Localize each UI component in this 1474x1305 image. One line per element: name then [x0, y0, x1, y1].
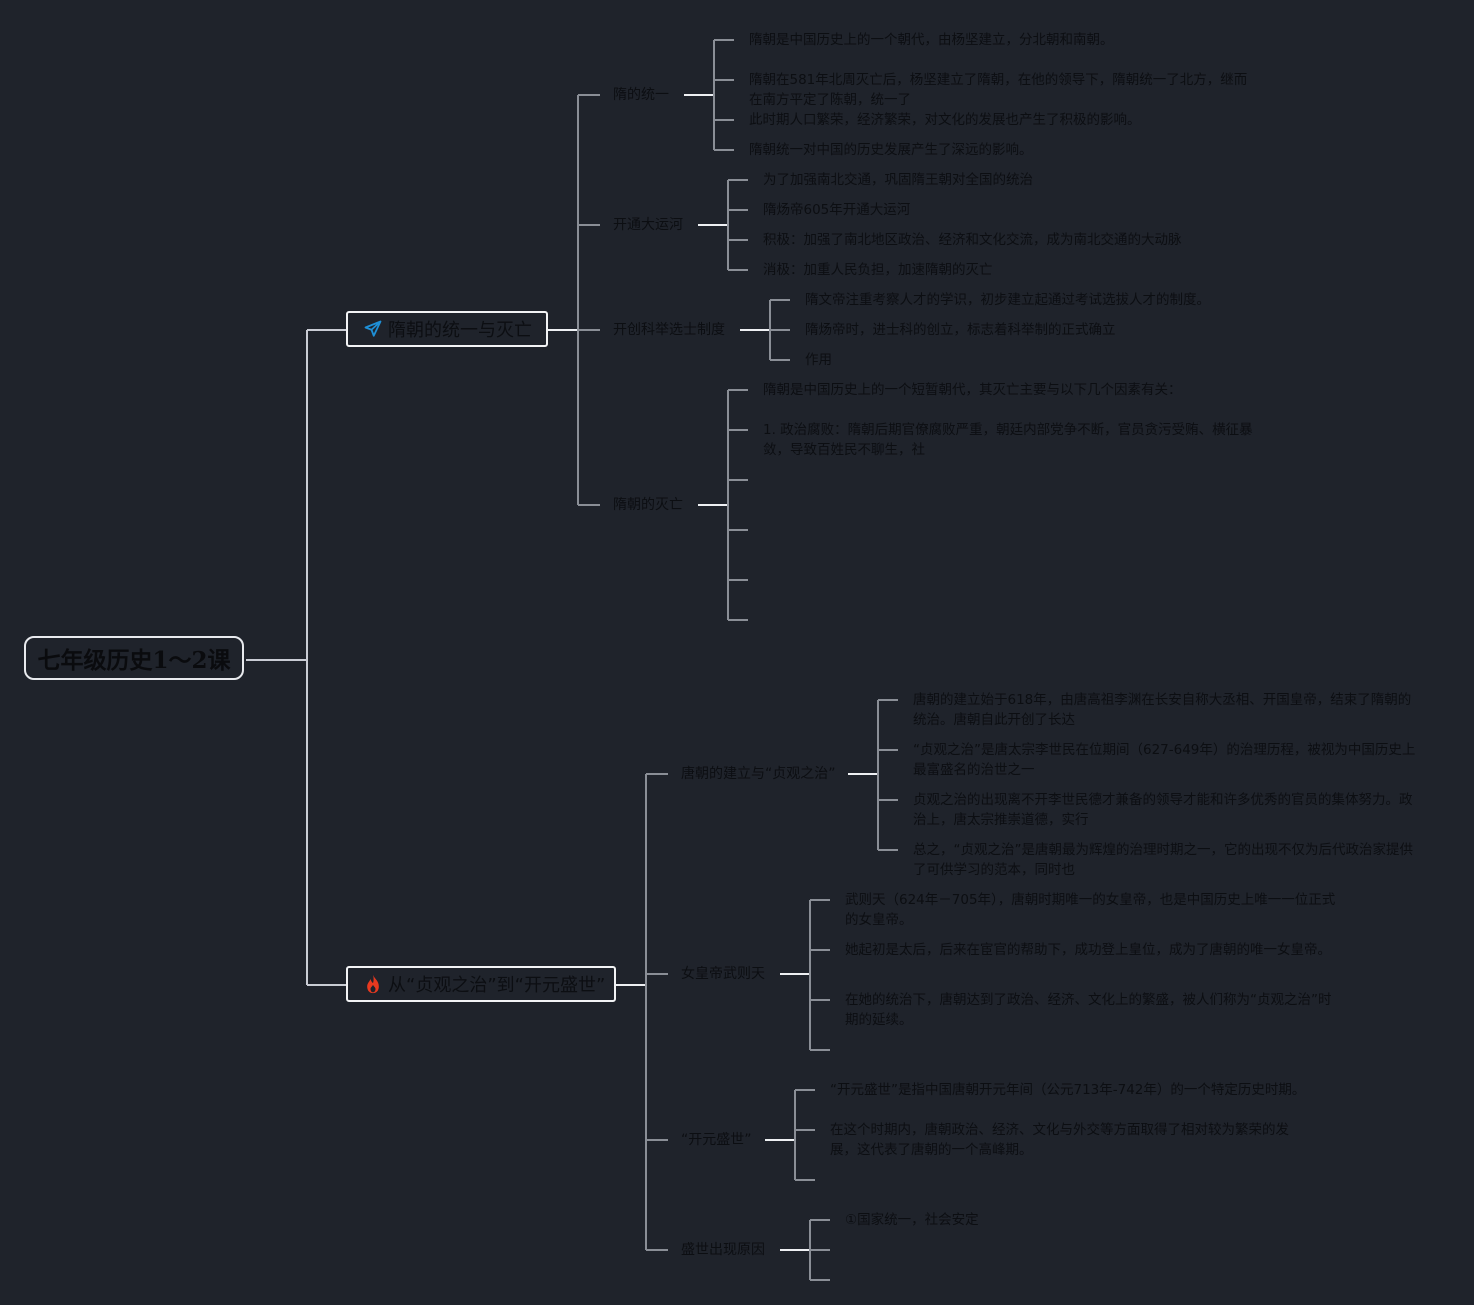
leaf-node[interactable]: 为了加强南北交通，巩固隋王朝对全国的统治	[763, 172, 1033, 188]
leaf-node[interactable]: 在她的统治下，唐朝达到了政治、经济、文化上的繁盛，被人们称为“贞观之治”时期的延…	[845, 992, 1332, 1028]
leaf-node[interactable]: 她起初是太后，后来在宦官的帮助下，成功登上皇位，成为了唐朝的唯一女皇帝。	[845, 942, 1331, 958]
topic-node[interactable]: 唐朝的建立与“贞观之治”	[681, 766, 836, 782]
topic-node[interactable]: 开创科举选士制度	[613, 322, 725, 338]
leaf-node[interactable]: 唐朝的建立始于618年，由唐高祖李渊在长安自称大丞相、开国皇帝，结束了隋朝的统治…	[913, 692, 1412, 728]
topic-node[interactable]: 隋的统一	[613, 87, 669, 103]
leaf-node[interactable]: 隋炀帝时，进士科的创立，标志着科举制的正式确立	[805, 322, 1116, 338]
leaf-node[interactable]: 隋文帝注重考察人才的学识，初步建立起通过考试选拔人才的制度。	[805, 292, 1210, 308]
section-label: 从“贞观之治”到“开元盛世”	[388, 975, 606, 996]
section-node-tang[interactable]: 从“贞观之治”到“开元盛世”	[346, 966, 616, 1002]
topic-node[interactable]: 女皇帝武则天	[681, 966, 765, 982]
section-label: 隋朝的统一与灭亡	[388, 320, 532, 341]
section-node-sui[interactable]: 隋朝的统一与灭亡	[346, 311, 548, 347]
leaf-node[interactable]: 此时期人口繁荣，经济繁荣，对文化的发展也产生了积极的影响。	[749, 112, 1141, 128]
leaf-node[interactable]: 消极：加重人民负担，加速隋朝的灭亡	[763, 262, 993, 278]
flame-icon	[364, 974, 382, 994]
leaf-node[interactable]: 贞观之治的出现离不开李世民德才兼备的领导才能和许多优秀的官员的集体努力。政治上，…	[913, 792, 1413, 828]
root-label: 七年级历史1～2课	[37, 647, 231, 674]
leaf-node[interactable]: 1. 政治腐败：隋朝后期官僚腐败严重，朝廷内部党争不断，官员贪污受贿、横征暴敛，…	[763, 422, 1253, 458]
topic-node[interactable]: “开元盛世”	[681, 1132, 752, 1148]
leaf-node[interactable]: ①国家统一，社会安定	[845, 1212, 979, 1228]
leaf-node[interactable]: 隋朝统一对中国的历史发展产生了深远的影响。	[749, 142, 1033, 158]
leaf-node[interactable]: 隋朝在581年北周灭亡后，杨坚建立了隋朝，在他的领导下，隋朝统一了北方，继而在南…	[749, 72, 1248, 108]
topic-node[interactable]: 开通大运河	[613, 217, 683, 233]
topic-node[interactable]: 隋朝的灭亡	[613, 497, 683, 513]
paper-plane-icon	[364, 319, 382, 339]
leaf-node[interactable]: 积极：加强了南北地区政治、经济和文化交流，成为南北交通的大动脉	[763, 232, 1182, 248]
leaf-node[interactable]: 隋朝是中国历史上的一个短暂朝代，其灭亡主要与以下几个因素有关：	[763, 382, 1182, 398]
leaf-node[interactable]: 隋朝是中国历史上的一个朝代，由杨坚建立，分北朝和南朝。	[749, 32, 1114, 48]
root-node[interactable]: 七年级历史1～2课	[24, 636, 244, 680]
leaf-node[interactable]: 武则天（624年－705年），唐朝时期唯一的女皇帝，也是中国历史上唯一一位正式的…	[845, 892, 1336, 928]
topic-node[interactable]: 盛世出现原因	[681, 1242, 765, 1258]
leaf-node[interactable]: 在这个时期内，唐朝政治、经济、文化与外交等方面取得了相对较为繁荣的发展，这代表了…	[830, 1122, 1289, 1158]
leaf-node[interactable]: “开元盛世”是指中国唐朝开元年间（公元713年-742年）的一个特定历史时期。	[830, 1082, 1306, 1098]
leaf-node[interactable]: “贞观之治”是唐太宗李世民在位期间（627-649年）的治理历程，被视为中国历史…	[913, 742, 1416, 778]
leaf-node[interactable]: 总之，“贞观之治”是唐朝最为辉煌的治理时期之一，它的出现不仅为后代政治家提供了可…	[913, 842, 1413, 878]
leaf-node[interactable]: 作用	[805, 352, 832, 368]
leaf-node[interactable]: 隋炀帝605年开通大运河	[763, 202, 911, 218]
